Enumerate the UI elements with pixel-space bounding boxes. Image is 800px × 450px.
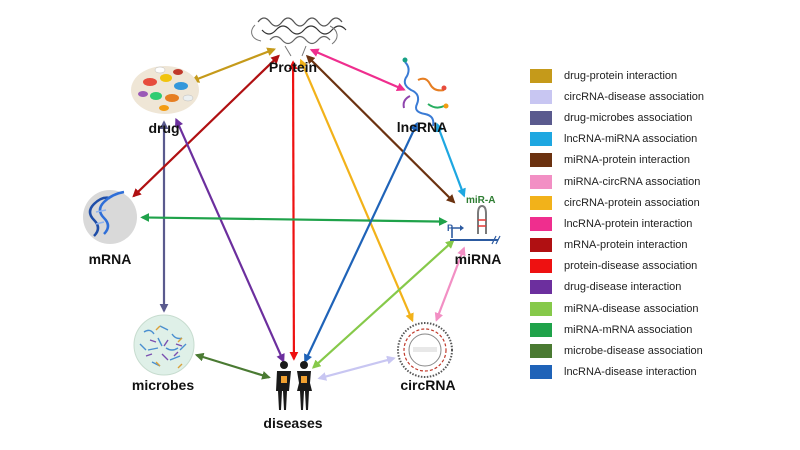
edge-drug-protein (190, 47, 276, 83)
legend-item: circRNA-protein association (530, 192, 790, 213)
lncrna-structure-icon (402, 57, 449, 127)
legend-label: drug-disease interaction (564, 281, 682, 294)
legend-label: lncRNA-protein interaction (564, 217, 693, 230)
promoter-label: P (447, 223, 453, 233)
legend: drug-protein interaction circRNA-disease … (530, 65, 790, 383)
legend-label: drug-protein interaction (564, 69, 678, 82)
diseases-label: diseases (263, 415, 322, 431)
edge-lncrna-protein (309, 48, 406, 92)
legend-swatch (530, 195, 552, 210)
legend-swatch (530, 365, 552, 380)
legend-label: lncRNA-disease interaction (564, 366, 697, 379)
legend-item: miRNA-protein interaction (530, 150, 790, 171)
edge-protein-diseases (288, 60, 299, 361)
edge-circrna-diseases (317, 355, 396, 381)
legend-swatch (530, 89, 552, 104)
legend-item: lncRNA-protein interaction (530, 213, 790, 234)
edge-lncrna-mirna (435, 122, 466, 198)
legend-label: circRNA-protein association (564, 196, 700, 209)
edge-drug-diseases (175, 117, 285, 363)
legend-swatch (530, 216, 552, 231)
mrna-label: mRNA (89, 251, 132, 267)
legend-item: drug-microbes association (530, 107, 790, 128)
legend-item: miRNA-disease association (530, 298, 790, 319)
legend-item: drug-protein interaction (530, 65, 790, 86)
legend-item: circRNA-disease association (530, 86, 790, 107)
legend-label: microbe-disease association (564, 345, 703, 358)
microbes-culture-icon (133, 314, 195, 376)
edges-layer (132, 47, 466, 381)
legend-item: drug-disease interaction (530, 277, 790, 298)
legend-label: circRNA-disease association (564, 90, 704, 103)
legend-swatch (530, 322, 552, 337)
legend-item: miRNA-mRNA association (530, 319, 790, 340)
human-bodies-icon (276, 361, 312, 410)
legend-item: microbe-disease association (530, 340, 790, 361)
lncrna-label: lncRNA (397, 119, 448, 135)
legend-item: lncRNA-miRNA association (530, 129, 790, 150)
edge-microbes-diseases (194, 352, 271, 380)
legend-label: lncRNA-miRNA association (564, 133, 698, 146)
legend-label: protein-disease association (564, 260, 698, 273)
protein-structure-icon (251, 17, 347, 57)
mirna-label: miRNA (455, 251, 502, 267)
microbes-label: microbes (132, 377, 194, 393)
legend-item: protein-disease association (530, 256, 790, 277)
legend-label: miRNA-disease association (564, 302, 699, 315)
edge-lncrna-diseases (304, 121, 418, 364)
legend-swatch (530, 238, 552, 253)
legend-item: miRNA-circRNA association (530, 171, 790, 192)
legend-swatch (530, 132, 552, 147)
legend-item: mRNA-protein interaction (530, 235, 790, 256)
legend-label: miRNA-protein interaction (564, 154, 690, 167)
legend-label: drug-microbes association (564, 111, 693, 124)
legend-swatch (530, 259, 552, 274)
drug-pills-icon (131, 66, 199, 114)
legend-swatch (530, 110, 552, 125)
legend-swatch (530, 280, 552, 295)
legend-label: mRNA-protein interaction (564, 239, 688, 252)
mir-a-label: miR-A (466, 195, 495, 206)
legend-swatch (530, 344, 552, 359)
circrna-ring-icon (397, 322, 453, 378)
mirna-hairpin-icon: miR-A P (447, 195, 501, 245)
protein-label: Protein (269, 59, 317, 75)
legend-item: lncRNA-disease interaction (530, 362, 790, 383)
drug-label: drug (148, 120, 179, 136)
legend-label: miRNA-mRNA association (564, 323, 693, 336)
mrna-helix-icon (83, 190, 137, 244)
legend-swatch (530, 301, 552, 316)
legend-swatch (530, 153, 552, 168)
edge-circrna-protein (299, 58, 414, 323)
legend-swatch (530, 68, 552, 83)
circrna-label: circRNA (400, 377, 455, 393)
legend-swatch (530, 174, 552, 189)
legend-label: miRNA-circRNA association (564, 175, 701, 188)
